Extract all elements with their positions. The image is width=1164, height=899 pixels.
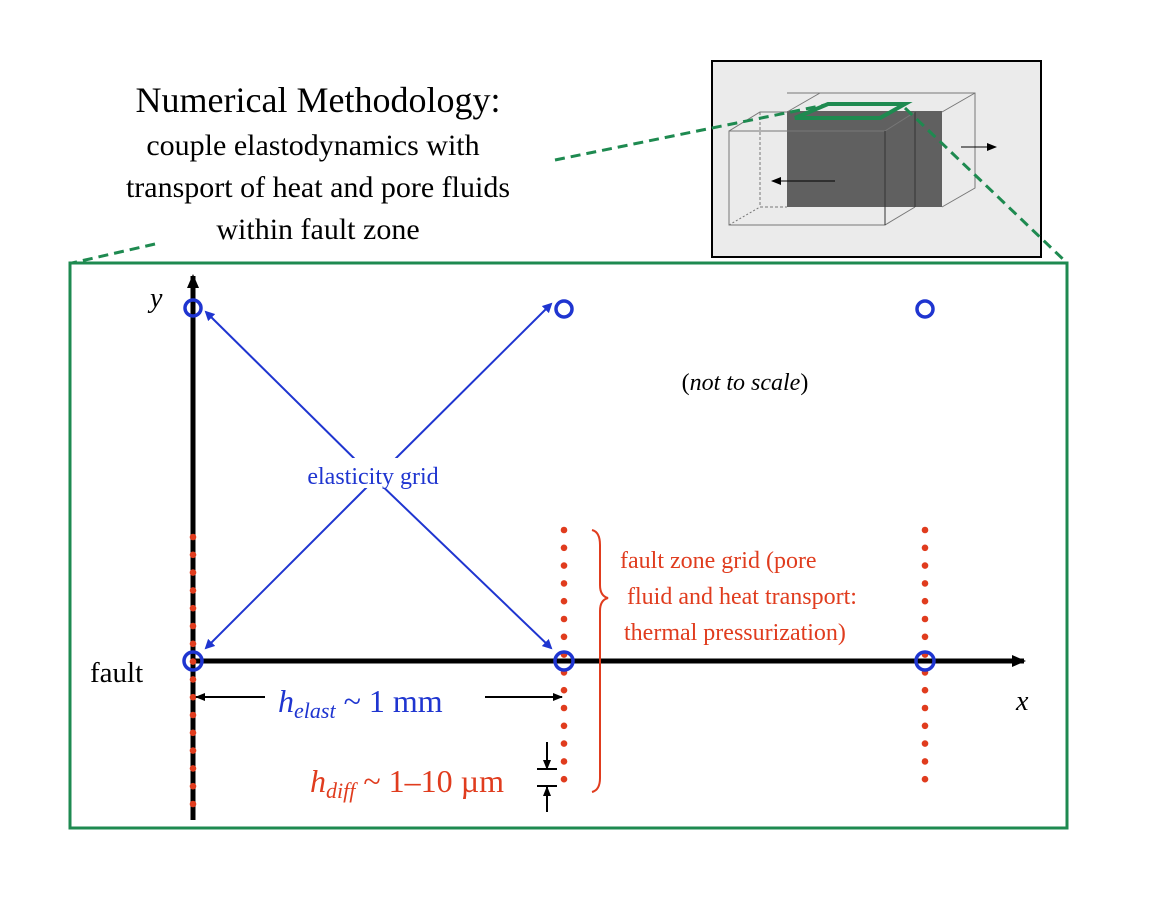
fault-zone-dot bbox=[189, 747, 197, 754]
fault-zone-dot bbox=[189, 569, 197, 576]
fault-zone-dot bbox=[921, 722, 929, 730]
fault-zone-dot bbox=[560, 740, 568, 747]
title-line-1: couple elastodynamics with bbox=[146, 129, 479, 162]
fault-zone-dot bbox=[189, 587, 197, 594]
slide-title: Numerical Methodology: couple elastodyna… bbox=[126, 80, 510, 246]
fault-zone-dot bbox=[921, 758, 929, 765]
x-axis-label: x bbox=[1015, 686, 1029, 717]
fault-zone-dot bbox=[189, 711, 197, 719]
fault-zone-dot bbox=[921, 740, 929, 747]
title-line-3: within fault zone bbox=[216, 213, 419, 246]
fault-zone-dot bbox=[921, 775, 929, 783]
fault-zone-dot bbox=[921, 686, 929, 694]
fault-zone-dot bbox=[921, 597, 929, 605]
fault-zone-dot bbox=[189, 622, 197, 630]
fault-zone-dot bbox=[560, 544, 568, 552]
title-heading: Numerical Methodology: bbox=[136, 80, 501, 120]
zoomed-frame bbox=[68, 261, 1069, 830]
fault-zone-dot bbox=[560, 758, 568, 765]
zoom-lines bbox=[71, 103, 1068, 265]
svg-text:fluid and heat transport:: fluid and heat transport: bbox=[627, 584, 857, 610]
fault-zone-dot bbox=[560, 775, 568, 783]
fault-zone-dot bbox=[921, 580, 929, 587]
fault-zone-dot bbox=[560, 722, 568, 730]
fault-label: fault bbox=[90, 657, 143, 689]
fault-zone-dot bbox=[189, 658, 197, 665]
fault-zone-dot bbox=[921, 615, 929, 623]
fault-zone-dot bbox=[560, 580, 568, 587]
fault-block-inset bbox=[711, 60, 1042, 258]
fault-zone-dot bbox=[560, 704, 568, 712]
fault-zone-dot bbox=[921, 544, 929, 552]
fault-zone-dot bbox=[921, 704, 929, 712]
fault-zone-dot bbox=[560, 686, 568, 694]
fault-zone-dot bbox=[921, 526, 929, 534]
fault-zone-dot bbox=[189, 533, 197, 541]
fault-zone-dot bbox=[189, 782, 197, 790]
fault-zone-dot bbox=[189, 765, 197, 772]
h-elast-label: helast ~ 1 mm bbox=[278, 683, 443, 723]
fault-zone-dot bbox=[189, 676, 197, 683]
fault-zone-dot bbox=[560, 526, 568, 534]
svg-text:fault zone grid (pore: fault zone grid (pore bbox=[620, 548, 817, 574]
title-line-2: transport of heat and pore fluids bbox=[126, 171, 510, 204]
fault-zone-dot bbox=[560, 562, 568, 569]
fault-zone-dot bbox=[189, 729, 197, 737]
fault-zone-dot bbox=[921, 633, 929, 641]
h-diff-arrows bbox=[537, 742, 557, 812]
elasticity-arrows bbox=[204, 302, 553, 650]
h-diff-label: hdiff ~ 1–10 µm bbox=[310, 763, 504, 803]
fault-zone-dot bbox=[189, 800, 197, 808]
fault-zone-brace bbox=[591, 529, 609, 793]
fault-zone-dot bbox=[921, 562, 929, 569]
fault-zone-dot bbox=[560, 597, 568, 605]
fault-zone-dot bbox=[560, 615, 568, 623]
fault-zone-dot bbox=[189, 693, 197, 701]
fault-zone-grid-dots bbox=[189, 526, 929, 808]
not-to-scale-note: (not to scale) bbox=[682, 370, 809, 396]
fault-zone-dot bbox=[189, 551, 197, 559]
fault-zone-dot bbox=[189, 604, 197, 612]
y-axis-label: y bbox=[147, 283, 163, 314]
fault-zone-label: fault zone grid (pore fluid and heat tra… bbox=[620, 548, 857, 646]
svg-text:thermal pressurization): thermal pressurization) bbox=[624, 620, 846, 646]
fault-zone-dot bbox=[560, 633, 568, 641]
elasticity-grid-label: elasticity grid bbox=[307, 464, 438, 490]
elasticity-grid-nodes bbox=[182, 298, 936, 672]
fault-zone-dot bbox=[189, 640, 197, 648]
